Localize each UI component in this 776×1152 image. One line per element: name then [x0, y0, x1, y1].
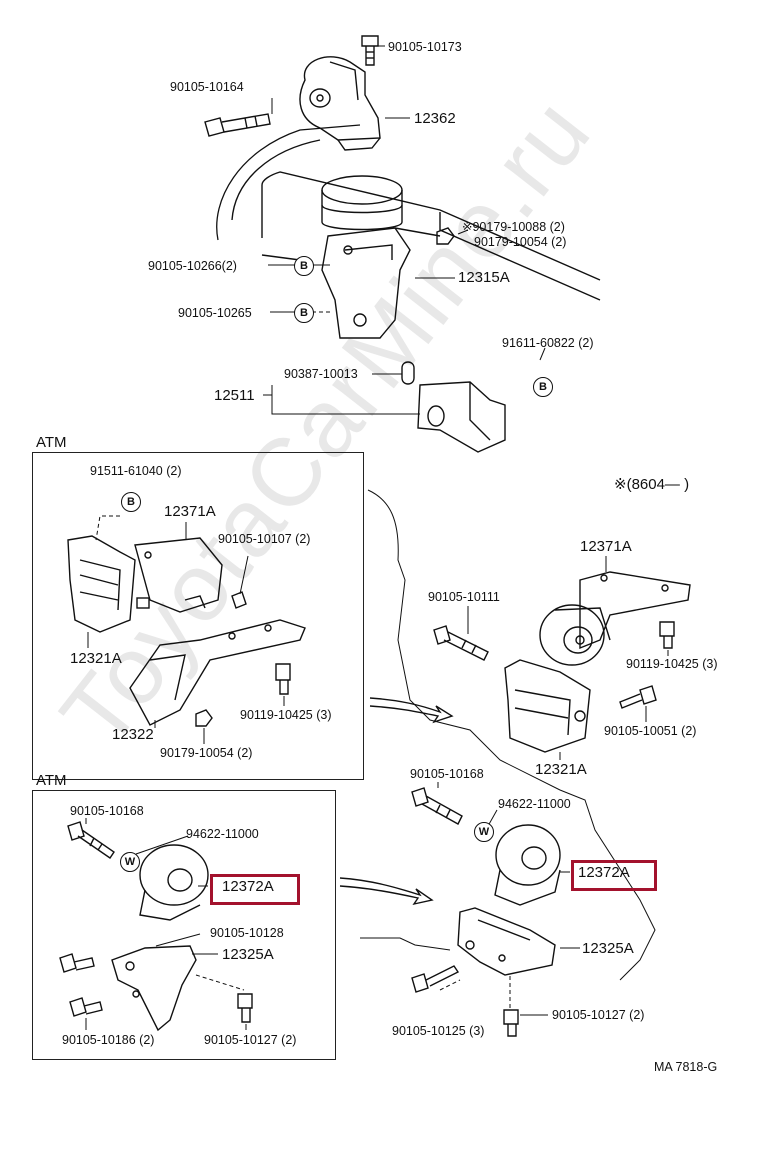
label-90105-10173: 90105-10173	[388, 40, 462, 54]
bolt-90105-10127-right	[503, 1009, 519, 1037]
bracket-12371A-left	[134, 537, 223, 613]
bolt-90119-10425-left	[275, 663, 291, 695]
bolt-90105-10111	[433, 625, 489, 661]
callout-b-91511-61040: B	[121, 492, 141, 512]
label-90105-10125: 90105-10125 (3)	[392, 1024, 485, 1038]
label-91511-61040: 91511-61040 (2)	[90, 464, 182, 478]
label-12372A-left: 12372A	[222, 878, 274, 895]
callout-b-90105-10265: B	[294, 303, 314, 323]
label-12322: 12322	[112, 726, 154, 743]
bracket-12325A-right	[457, 907, 556, 976]
stopper-90387-10013	[401, 361, 415, 385]
engine-outline-right	[360, 489, 656, 981]
label-12511: 12511	[214, 387, 255, 404]
date-code-label: ※(8604— )	[614, 476, 690, 493]
label-12371A-right: 12371A	[580, 538, 632, 555]
arrow-right-top	[369, 697, 454, 724]
label-12325A-left: 12325A	[222, 946, 274, 963]
bolt-90105-10107	[231, 591, 247, 609]
label-12321A-left: 12321A	[70, 650, 122, 667]
bracket-12322	[129, 619, 306, 726]
bracket-12315A	[321, 227, 441, 339]
bolt-90105-10051	[619, 685, 657, 709]
bolt-90119-10425-right	[659, 621, 675, 649]
label-90179-10054-left: 90179-10054 (2)	[160, 746, 253, 760]
bolt-90105-10168-left	[67, 821, 115, 859]
label-90105-10111: 90105-10111	[428, 590, 500, 604]
label-12325A-right: 12325A	[582, 940, 634, 957]
highlight-12372A-right	[571, 860, 657, 891]
callout-w-94622-left: W	[120, 852, 140, 872]
bushing-right	[539, 604, 611, 666]
label-90105-10265: 90105-10265	[178, 306, 252, 320]
label-12315A: 12315A	[458, 269, 510, 286]
bolt-90105-10127-left	[237, 993, 253, 1023]
mount-12372A-right	[494, 824, 561, 906]
label-12362: 12362	[414, 110, 456, 127]
atm-box-top	[32, 452, 364, 780]
label-94622-11000-right: 94622-11000	[498, 797, 571, 811]
mount-12372A-left	[139, 844, 209, 921]
bracket-12371A-right	[579, 571, 691, 650]
callout-b-90105-10266: B	[294, 256, 314, 276]
callout-b-91611-60822: B	[533, 377, 553, 397]
bolt-90105-10173	[361, 35, 379, 66]
bolt-90105-10164	[204, 113, 271, 137]
nut-90179-10088	[436, 227, 455, 245]
leader-lines-atm-bottom	[85, 818, 247, 1030]
label-90105-10051: 90105-10051 (2)	[604, 724, 697, 738]
engine-cylinder	[321, 175, 403, 231]
atm-section-label-bottom: ATM	[36, 772, 67, 789]
label-90105-10186: 90105-10186 (2)	[62, 1033, 155, 1047]
label-90179-10054-top: 90179-10054 (2)	[474, 235, 567, 249]
leader-lines-right-upper	[467, 556, 669, 760]
label-90105-10107: 90105-10107 (2)	[218, 532, 311, 546]
mount-12321A-right	[504, 659, 591, 753]
label-91611-60822: 91611-60822 (2)	[502, 336, 594, 350]
label-12321A-right: 12321A	[535, 761, 587, 778]
bolt-90105-10186	[59, 953, 103, 1017]
bracket-12325A-left	[111, 945, 197, 1032]
callout-w-94622-right: W	[474, 822, 494, 842]
nut-90179-10054-left	[195, 709, 213, 727]
mount-12362	[299, 56, 381, 151]
bolt-90105-10125	[411, 965, 460, 993]
label-94622-11000-left: 94622-11000	[186, 827, 259, 841]
leader-lines-right-lower	[437, 782, 580, 1016]
label-90179-10088: ※90179-10088 (2)	[462, 220, 565, 234]
label-90119-10425-right: 90119-10425 (3)	[626, 657, 718, 671]
arrow-right-bottom	[339, 877, 434, 906]
label-90105-10168-right: 90105-10168	[410, 767, 484, 781]
label-90105-10164: 90105-10164	[170, 80, 244, 94]
bolt-90105-10168-right	[411, 787, 463, 825]
label-90105-10168-left: 90105-10168	[70, 804, 144, 818]
engine-outline	[216, 124, 601, 301]
label-12372A-right: 12372A	[578, 864, 630, 881]
label-12371A-left: 12371A	[164, 503, 216, 520]
insulator-12511	[417, 381, 506, 453]
mount-12321A-left	[67, 535, 150, 633]
footer-code: MA 7818-G	[654, 1060, 718, 1074]
atm-section-label-top: ATM	[36, 434, 67, 451]
atm-box-bottom	[32, 790, 336, 1060]
label-90105-10128: 90105-10128	[210, 926, 284, 940]
label-90105-10127-left: 90105-10127 (2)	[204, 1033, 297, 1047]
highlight-12372A-left	[210, 874, 300, 905]
leader-lines-top	[263, 45, 546, 415]
label-90105-10127-right: 90105-10127 (2)	[552, 1008, 645, 1022]
label-90119-10425-left: 90119-10425 (3)	[240, 708, 332, 722]
label-90105-10266: 90105-10266(2)	[148, 259, 237, 273]
label-90387-10013: 90387-10013	[284, 367, 358, 381]
